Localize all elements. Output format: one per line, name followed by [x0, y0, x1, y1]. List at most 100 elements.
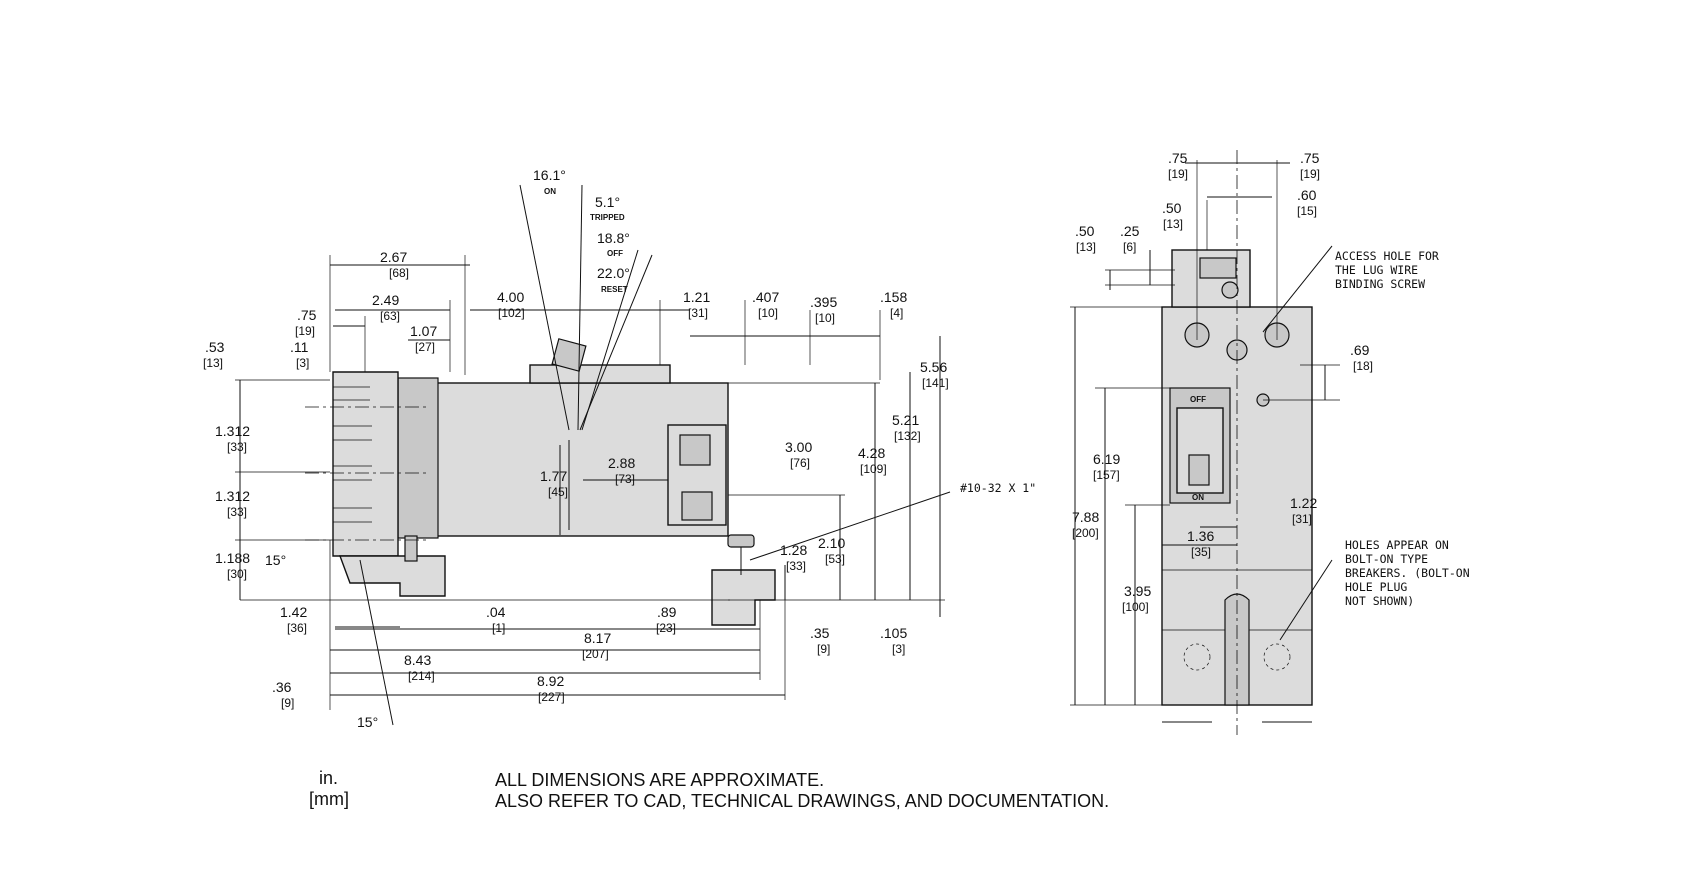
svg-text:[15]: [15]: [1297, 204, 1317, 218]
svg-text:[35]: [35]: [1191, 545, 1211, 559]
dim-2-49: 2.49: [372, 292, 399, 308]
holes-note-line-2: BOLT-ON TYPE: [1345, 552, 1428, 566]
svg-text:[18]: [18]: [1353, 359, 1373, 373]
access-note-line-1: ACCESS HOLE FOR: [1335, 249, 1439, 263]
svg-text:[9]: [9]: [281, 696, 294, 710]
dim-2-88: 2.88: [608, 455, 635, 471]
angle-15-bottom: 15°: [357, 714, 378, 730]
front-dim-0-75-left: .75: [1168, 150, 1188, 166]
dim-0-89: .89: [657, 604, 677, 620]
svg-text:[10]: [10]: [815, 311, 835, 325]
svg-text:[132]: [132]: [894, 429, 921, 443]
angle-15-top: 15°: [265, 552, 286, 568]
access-note-line-3: BINDING SCREW: [1335, 277, 1425, 291]
footnote-line-2: ALSO REFER TO CAD, TECHNICAL DRAWINGS, A…: [495, 791, 1109, 811]
svg-text:[31]: [31]: [1292, 512, 1312, 526]
dim-2-10: 2.10: [818, 535, 845, 551]
svg-text:[1]: [1]: [492, 621, 505, 635]
side-view: 16.1° ON 5.1° TRIPPED 18.8° OFF 22.0° RE…: [203, 167, 1036, 730]
front-dim-0-69: .69: [1350, 342, 1370, 358]
svg-text:[3]: [3]: [296, 356, 309, 370]
front-dim-0-50-a: .50: [1162, 200, 1182, 216]
front-dim-1-36: 1.36: [1187, 528, 1214, 544]
dim-5-21: 5.21: [892, 412, 919, 428]
holes-note-line-4: HOLE PLUG: [1345, 580, 1407, 594]
svg-text:[45]: [45]: [548, 485, 568, 499]
svg-text:[19]: [19]: [1168, 167, 1188, 181]
dim-1-28: 1.28: [780, 542, 807, 558]
dim-5-56: 5.56: [920, 359, 947, 375]
angle-off-value: 18.8°: [597, 230, 630, 246]
front-dim-0-60: .60: [1297, 187, 1317, 203]
access-note-line-2: THE LUG WIRE: [1335, 263, 1418, 277]
svg-text:[227]: [227]: [538, 690, 565, 704]
svg-text:[13]: [13]: [1163, 217, 1183, 231]
dim-0-53: .53: [205, 339, 225, 355]
screw-head: [727, 534, 755, 548]
dim-0-105: .105: [880, 625, 907, 641]
svg-text:[31]: [31]: [688, 306, 708, 320]
bottom-slot: [1224, 593, 1250, 706]
terminal-lug: [681, 491, 713, 521]
angle-tripped-value: 5.1°: [595, 194, 620, 210]
svg-text:[73]: [73]: [615, 472, 635, 486]
svg-text:[10]: [10]: [758, 306, 778, 320]
angle-off-label: OFF: [607, 249, 623, 258]
dim-1-07: 1.07: [410, 323, 437, 339]
handle-base: [529, 364, 671, 384]
dim-0-75: .75: [297, 307, 317, 323]
bolt-hole-right: [1263, 643, 1291, 671]
front-dim-0-25: .25: [1120, 223, 1140, 239]
svg-text:[4]: [4]: [890, 306, 903, 320]
terminal-screw: [679, 434, 711, 466]
angle-reset-value: 22.0°: [597, 265, 630, 281]
svg-text:[200]: [200]: [1072, 526, 1099, 540]
holes-note-line-5: NOT SHOWN): [1345, 594, 1414, 608]
svg-text:[102]: [102]: [498, 306, 525, 320]
svg-text:[33]: [33]: [227, 440, 247, 454]
svg-text:[13]: [13]: [203, 356, 223, 370]
dim-1-42: 1.42: [280, 604, 307, 620]
dim-1-188: 1.188: [215, 550, 250, 566]
angle-reset-label: RESET: [601, 285, 628, 294]
svg-text:[27]: [27]: [415, 340, 435, 354]
dim-1-77: 1.77: [540, 468, 567, 484]
svg-text:[53]: [53]: [825, 552, 845, 566]
svg-text:[6]: [6]: [1123, 240, 1136, 254]
dim-1-21: 1.21: [683, 289, 710, 305]
svg-text:[33]: [33]: [786, 559, 806, 573]
svg-text:[63]: [63]: [380, 309, 400, 323]
foot-post: [404, 535, 418, 562]
front-view: OFF ON .75: [1070, 150, 1470, 735]
dim-8-17: 8.17: [584, 630, 611, 646]
handle-on-label: ON: [1192, 493, 1204, 502]
dim-0-36: .36: [272, 679, 292, 695]
dim-0-395: .395: [810, 294, 837, 310]
holes-note-line-1: HOLES APPEAR ON: [1345, 538, 1449, 552]
handle: [551, 338, 587, 372]
svg-text:[36]: [36]: [287, 621, 307, 635]
svg-text:[109]: [109]: [860, 462, 887, 476]
dim-1-312-b: 1.312: [215, 488, 250, 504]
svg-text:[68]: [68]: [389, 266, 409, 280]
svg-text:[3]: [3]: [892, 642, 905, 656]
holes-note-line-3: BREAKERS. (BOLT-ON: [1345, 566, 1470, 580]
dim-0-11: .11: [290, 339, 309, 355]
svg-text:[214]: [214]: [408, 669, 435, 683]
svg-text:[9]: [9]: [817, 642, 830, 656]
units-mm: [mm]: [309, 789, 349, 809]
front-dim-1-22: 1.22: [1290, 495, 1317, 511]
svg-text:[76]: [76]: [790, 456, 810, 470]
dim-3-00: 3.00: [785, 439, 812, 455]
dim-8-43: 8.43: [404, 652, 431, 668]
lug-window: [1199, 257, 1237, 279]
front-dim-3-95: 3.95: [1124, 583, 1151, 599]
svg-text:[207]: [207]: [582, 647, 609, 661]
handle-toggle: [1188, 454, 1210, 486]
front-dim-0-75-right: .75: [1300, 150, 1320, 166]
footnote-line-1: ALL DIMENSIONS ARE APPROXIMATE.: [495, 770, 824, 790]
angle-on-label: ON: [544, 187, 556, 196]
dim-0-04: .04: [486, 604, 506, 620]
